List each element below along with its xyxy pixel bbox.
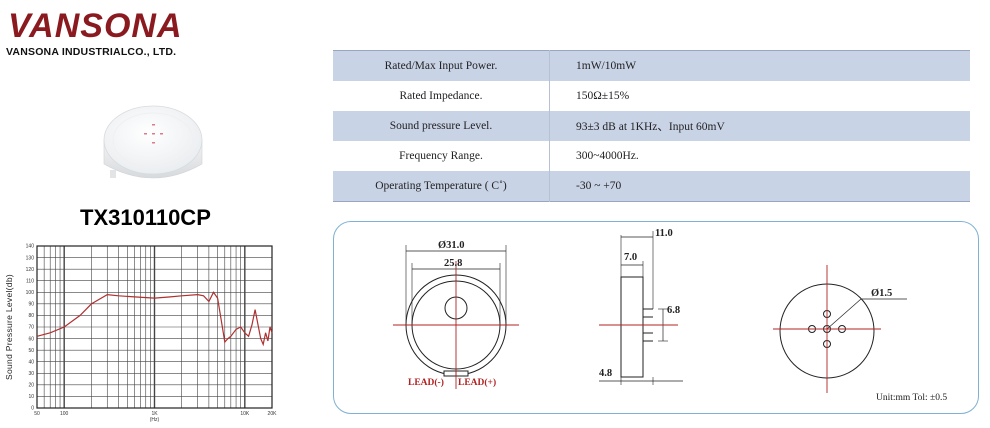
y-tick-label: 90 bbox=[28, 302, 34, 308]
spec-row: Rated Impedance. 150Ω±15% bbox=[333, 81, 970, 111]
spec-label: Frequency Range. bbox=[333, 141, 550, 171]
spec-value: 1mW/10mW bbox=[549, 50, 970, 81]
x-tick-label: 10K bbox=[240, 411, 250, 417]
dim-base: 4.8 bbox=[599, 368, 612, 379]
company-name: VANSONA INDUSTRIALCO., LTD. bbox=[6, 46, 177, 58]
y-tick-label: 20 bbox=[28, 383, 34, 389]
series-line bbox=[36, 291, 273, 347]
dim-terminal: 6.8 bbox=[667, 305, 680, 316]
spec-label: Operating Temperature ( C˚) bbox=[333, 171, 550, 202]
x-tick-label: 50 bbox=[34, 411, 40, 417]
drawing-panel bbox=[333, 221, 979, 414]
y-tick-label: 130 bbox=[26, 255, 35, 261]
spec-row: Sound pressure Level. 93±3 dB at 1KHz、In… bbox=[333, 111, 970, 141]
y-tick-label: 0 bbox=[31, 406, 34, 412]
spec-value: 93±3 dB at 1KHz、Input 60mV bbox=[549, 111, 970, 141]
y-tick-label: 50 bbox=[28, 348, 34, 354]
logo-text: VANSONA bbox=[8, 7, 183, 45]
y-tick-label: 60 bbox=[28, 336, 34, 342]
dim-hole: Ø1.5 bbox=[871, 288, 892, 299]
y-tick-label: 100 bbox=[26, 290, 35, 296]
dim-body: 7.0 bbox=[624, 252, 637, 263]
x-tick-label: 1K bbox=[151, 411, 158, 417]
x-tick-label: 100 bbox=[60, 411, 69, 417]
lead-neg-label: LEAD(-) bbox=[408, 377, 444, 388]
spec-value: 150Ω±15% bbox=[549, 81, 970, 111]
lead-pos-label: LEAD(+) bbox=[458, 377, 496, 388]
spec-table: Rated/Max Input Power. 1mW/10mW Rated Im… bbox=[333, 50, 970, 202]
spec-value: -30 ~ +70 bbox=[549, 171, 970, 202]
y-tick-label: 10 bbox=[28, 394, 34, 400]
spec-row: Rated/Max Input Power. 1mW/10mW bbox=[333, 50, 970, 81]
spec-label: Rated/Max Input Power. bbox=[333, 50, 550, 81]
x-axis-label: (Hz) bbox=[150, 417, 160, 423]
y-tick-label: 140 bbox=[26, 244, 35, 250]
y-tick-label: 80 bbox=[28, 313, 34, 319]
dim-total: 11.0 bbox=[655, 228, 673, 239]
y-tick-label: 40 bbox=[28, 359, 34, 365]
plot-border bbox=[36, 245, 273, 409]
product-image bbox=[103, 105, 203, 179]
x-tick-label: 20K bbox=[268, 411, 278, 417]
y-tick-label: 70 bbox=[28, 325, 34, 331]
y-tick-label: 110 bbox=[26, 278, 34, 284]
dim-outer: Ø31.0 bbox=[438, 240, 465, 251]
brand-logo: VANSONA bbox=[8, 6, 188, 46]
dim-inner: 25.8 bbox=[444, 258, 462, 269]
y-axis-label: Sound Pressure Level(db) bbox=[4, 274, 14, 380]
y-tick-label: 30 bbox=[28, 371, 34, 377]
unit-note: Unit:mm Tol: ±0.5 bbox=[876, 393, 948, 403]
spec-label: Sound pressure Level. bbox=[333, 111, 550, 141]
technical-drawing: Ø31.0 25.8 LEAD(-) LEAD(+) 11.0 7.0 6.8 … bbox=[393, 228, 907, 393]
spec-label: Rated Impedance. bbox=[333, 81, 550, 111]
spec-row: Operating Temperature ( C˚) -30 ~ +70 bbox=[333, 171, 970, 202]
spec-value: 300~4000Hz. bbox=[549, 141, 970, 171]
y-tick-label: 120 bbox=[26, 267, 35, 273]
product-model: TX310110CP bbox=[80, 205, 211, 230]
spec-row: Frequency Range. 300~4000Hz. bbox=[333, 141, 970, 171]
